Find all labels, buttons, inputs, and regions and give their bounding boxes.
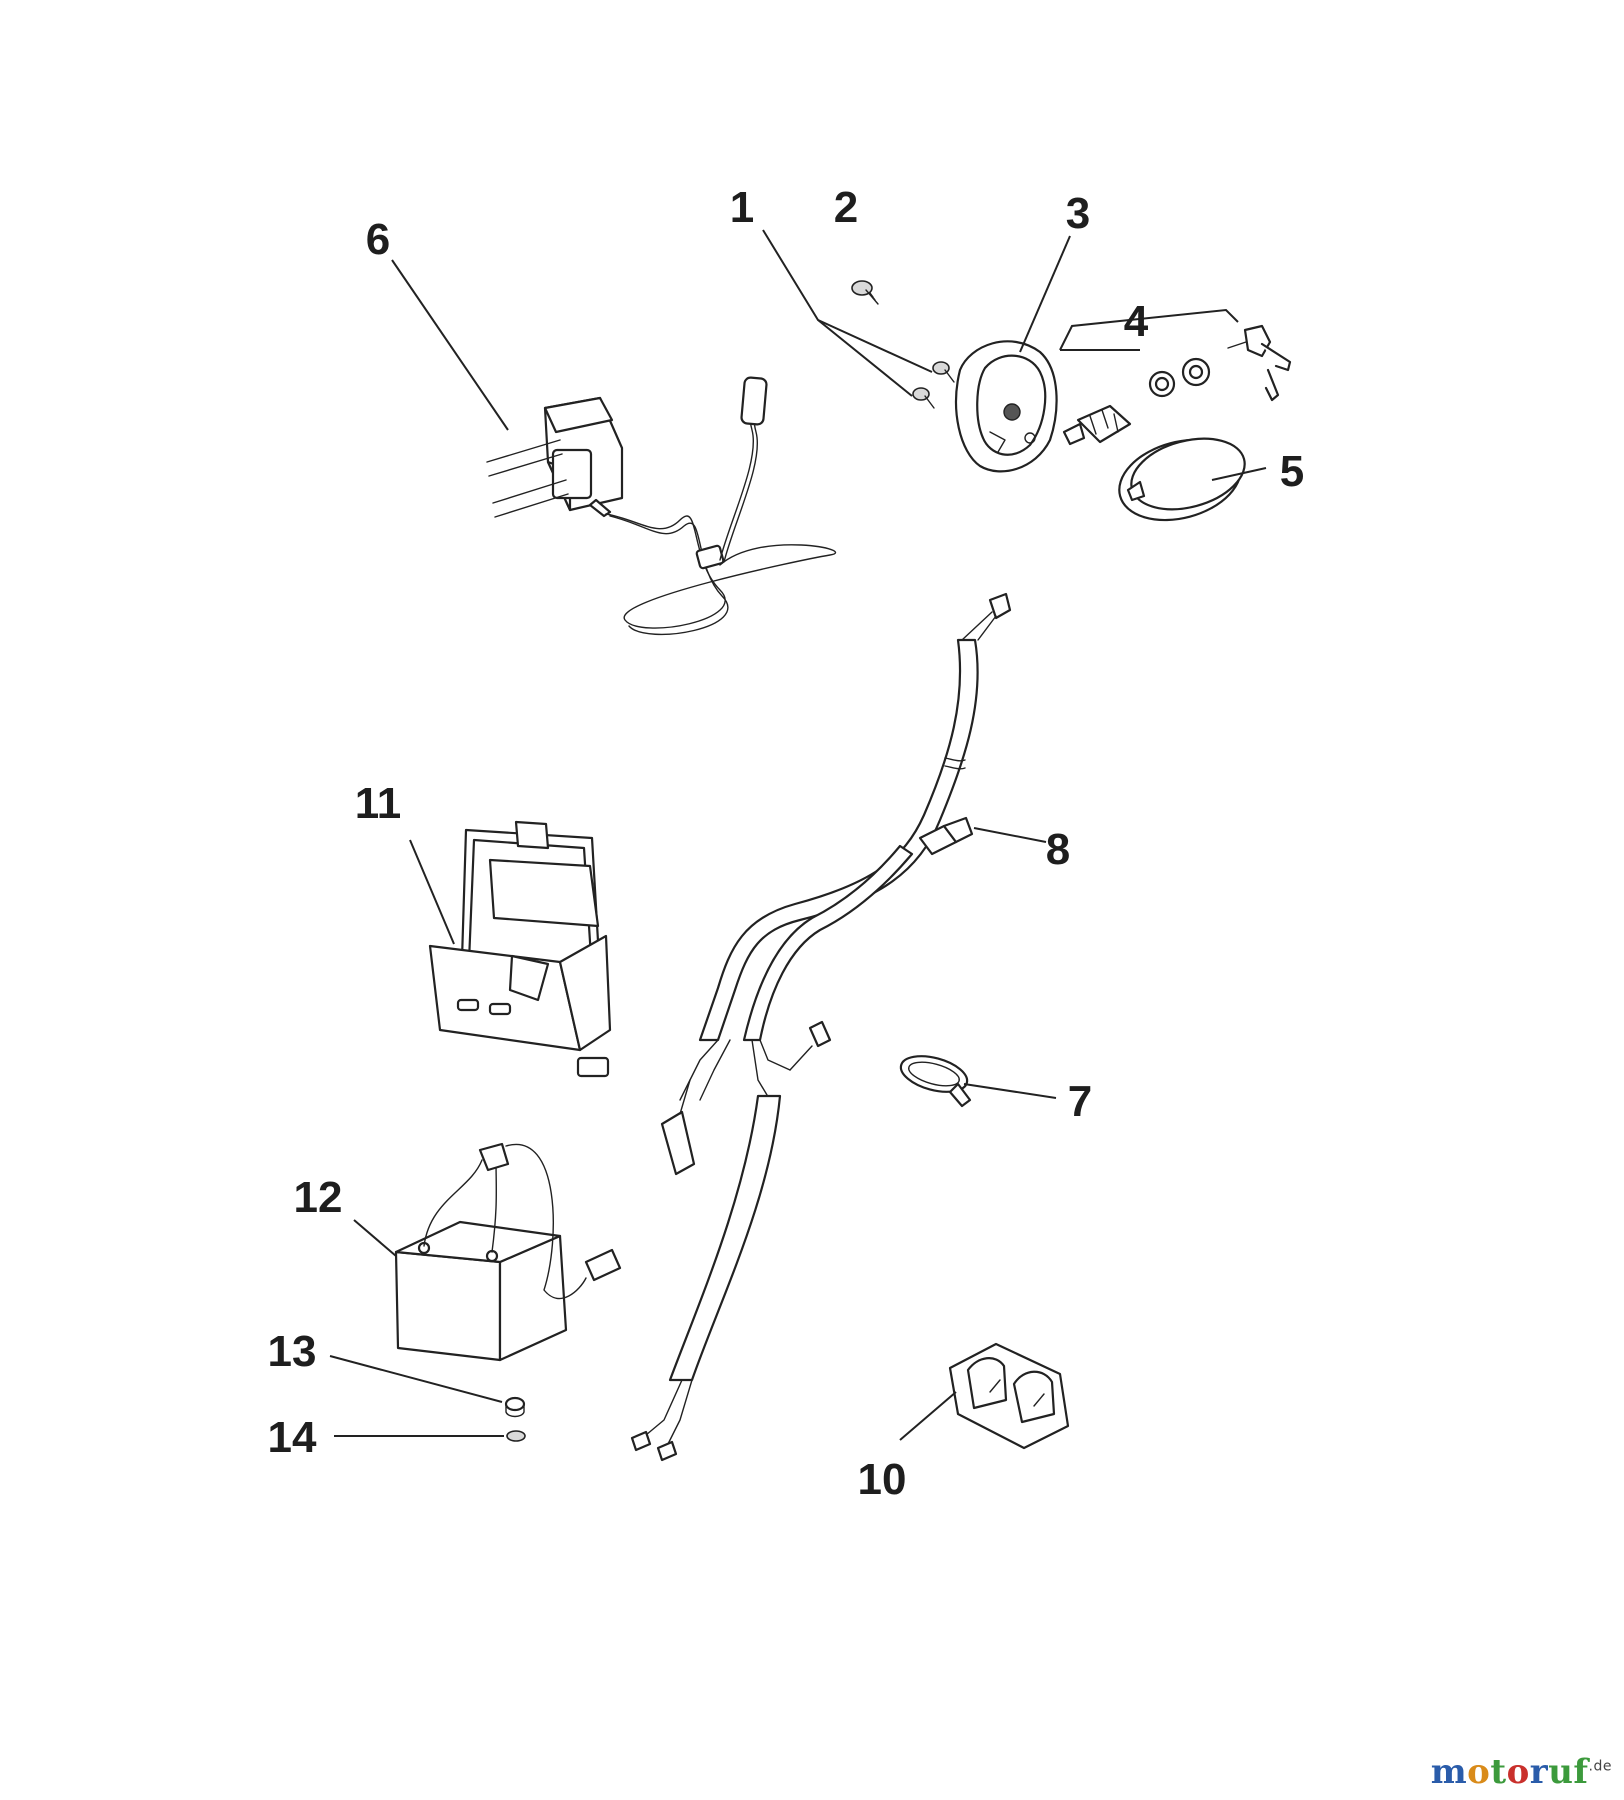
screws-pair (912, 361, 955, 409)
callout-1: 1 (730, 183, 754, 232)
battery (394, 1142, 622, 1362)
watermark-logo: motoruf.de (1430, 1752, 1612, 1792)
callout-4: 4 (1124, 297, 1149, 346)
callout-13: 13 (268, 1327, 317, 1376)
nut-washer (504, 1396, 526, 1442)
callout-3: 3 (1066, 189, 1090, 238)
key-assembly (1062, 324, 1292, 446)
callout-8: 8 (1046, 825, 1070, 874)
callout-5: 5 (1280, 447, 1304, 496)
callout-labels: 1 2 3 4 5 6 7 8 10 11 12 13 14 (268, 183, 1305, 1504)
mounting-clamp (948, 1342, 1070, 1450)
callout-11: 11 (355, 779, 402, 828)
cover-cap (1118, 437, 1246, 522)
callout-6: 6 (366, 215, 390, 264)
battery-box (428, 820, 612, 1078)
switch-housing (954, 340, 1058, 473)
callout-12: 12 (294, 1173, 343, 1222)
callout-7: 7 (1068, 1077, 1092, 1126)
cable-tie (899, 1055, 972, 1108)
callout-10: 10 (858, 1455, 907, 1504)
screw (851, 280, 879, 305)
callout-14: 14 (268, 1413, 317, 1462)
wiring-harness (630, 592, 1012, 1462)
leader-lines (329, 229, 1267, 1441)
charger-adapter (486, 376, 837, 636)
callout-2: 2 (834, 183, 858, 232)
